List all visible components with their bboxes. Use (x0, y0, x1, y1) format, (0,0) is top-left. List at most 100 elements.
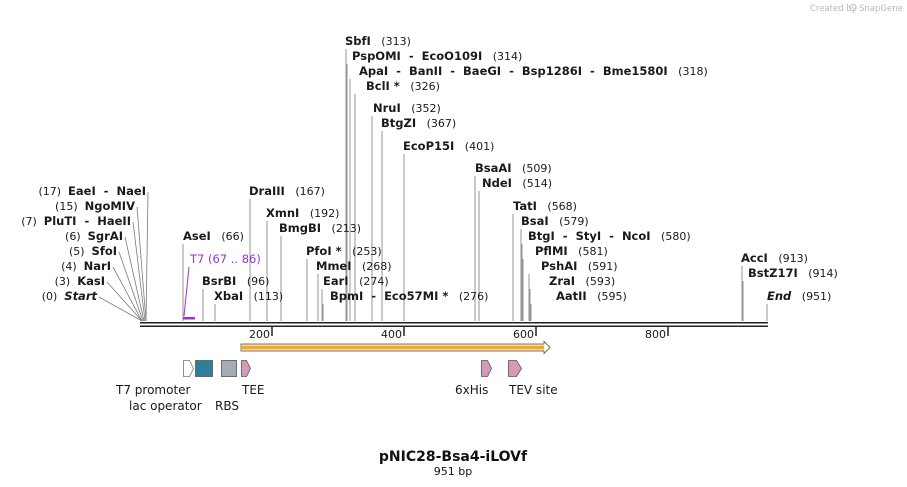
cut-site-label-pfoi[interactable]: PfoI * (253) (306, 244, 382, 258)
cut-site-label-draiii[interactable]: DraIII (167) (249, 184, 325, 198)
primer-name: T7 (189, 252, 204, 266)
enzyme-name: - (555, 229, 576, 243)
t7-promoter-icon[interactable] (183, 360, 194, 377)
enzyme-name: Bsp1286I (522, 64, 582, 78)
tev-site-icon[interactable] (508, 360, 522, 377)
enzyme-name: SbfI (345, 34, 371, 48)
rbs-icon[interactable] (221, 360, 237, 377)
cut-site-label-pluti[interactable]: (7) PluTI - HaeII (21, 214, 131, 228)
enzyme-name: - (501, 64, 522, 78)
enzyme-name: Start (64, 289, 97, 303)
cut-site-label-nari[interactable]: (4) NarI (61, 259, 111, 273)
cut-site-labels: (0) Start(3) KasI(4) NarI(5) SfoI(6) Sgr… (21, 34, 838, 303)
credit-text: Created by (810, 4, 857, 14)
6xhis-icon[interactable] (481, 360, 492, 377)
cut-site-label-bstz17i[interactable]: BstZ17I (914) (748, 266, 838, 280)
cut-site-label-tati[interactable]: TatI (568) (513, 199, 577, 213)
cut-position: (595) (587, 290, 627, 303)
ruler-tick-label: 400 (381, 328, 402, 341)
cut-site-label-end[interactable]: End (951) (767, 289, 831, 303)
enzyme-name: XmnI (266, 206, 299, 220)
plasmid-title: pNIC28-Bsa4-iLOVf (379, 449, 528, 465)
enzyme-name: - (76, 214, 97, 228)
ruler-tick-label: 600 (513, 328, 534, 341)
cut-site-label-kasi[interactable]: (3) KasI (55, 274, 105, 288)
cut-site-label-sgrai[interactable]: (6) SgrAI (65, 229, 123, 243)
cut-site-label-bsai[interactable]: BsaI (579) (521, 214, 589, 228)
cut-site-connector-sgrai (124, 236, 145, 322)
cut-site-label-xbai[interactable]: XbaI (113) (214, 289, 283, 303)
t7-primer-bar[interactable] (183, 317, 195, 320)
feature-label-6xhis: 6xHis (455, 383, 488, 397)
cut-position: (913) (768, 252, 808, 265)
enzyme-name: AseI (183, 229, 211, 243)
cut-position: (0) (42, 290, 65, 303)
cut-site-label-btgzi[interactable]: BtgZI (367) (381, 116, 456, 130)
cut-position: (509) (512, 162, 552, 175)
cut-site-label-eaei[interactable]: (17) EaeI - NaeI (38, 184, 146, 198)
enzyme-name: Eco57MI * (384, 289, 448, 303)
cut-site-label-bmgbi[interactable]: BmgBI (213) (279, 221, 361, 235)
cut-position: (568) (537, 200, 577, 213)
cut-site-label-bsrbi[interactable]: BsrBI (96) (202, 274, 269, 288)
cut-position: (96) (236, 275, 269, 288)
cut-site-label-apai[interactable]: ApaI - BanII - BaeGI - Bsp1286I - Bme158… (359, 64, 708, 78)
enzyme-name: NcoI (622, 229, 651, 243)
cut-position: (352) (401, 102, 441, 115)
enzyme-name: HaeII (97, 214, 131, 228)
cut-site-connectors (98, 49, 768, 322)
cut-site-label-bpmi[interactable]: BpmI - Eco57MI * (276) (330, 289, 488, 303)
cut-site-label-ndei[interactable]: NdeI (514) (482, 176, 552, 190)
cut-site-label-ecop15i[interactable]: EcoP15I (401) (403, 139, 494, 153)
cut-site-label-pflmi[interactable]: PflMI (581) (535, 244, 608, 258)
cut-site-label-bcli[interactable]: BclI * (326) (366, 79, 440, 93)
feature-label-tee: TEE (241, 383, 265, 397)
cut-site-label-ngomiv[interactable]: (15) NgoMIV (55, 199, 135, 213)
cut-site-connector-start (98, 296, 143, 322)
cut-position: (326) (400, 80, 440, 93)
primer-label-t7[interactable]: T7 (67 .. 86) (189, 252, 261, 266)
tee-icon[interactable] (241, 360, 251, 377)
enzyme-name: SfoI (92, 244, 117, 258)
cut-site-label-bsaai[interactable]: BsaAI (509) (475, 161, 552, 175)
enzyme-name: BtgZI (381, 116, 416, 130)
enzyme-name: BanII (409, 64, 442, 78)
cut-position: (192) (299, 207, 339, 220)
cut-site-label-nrui[interactable]: NruI (352) (373, 101, 441, 115)
enzyme-name: End (767, 289, 792, 303)
cut-site-label-aatii[interactable]: AatII (595) (556, 289, 627, 303)
cut-site-label-btgi[interactable]: BtgI - StyI - NcoI (580) (528, 229, 691, 243)
enzyme-name: EcoP15I (403, 139, 454, 153)
cut-site-label-sfoi[interactable]: (5) SfoI (69, 244, 117, 258)
enzyme-name: StyI (576, 229, 602, 243)
feature-track: T7 promoter lac operator RBS TEE 6xHis T… (115, 360, 558, 413)
enzyme-name: NaeI (117, 184, 146, 198)
enzyme-name: NarI (84, 259, 111, 273)
enzyme-name: PspOMI (352, 49, 401, 63)
cut-site-label-pshai[interactable]: PshAI (591) (541, 259, 618, 273)
lac-operator-icon[interactable] (195, 360, 213, 377)
enzyme-name: PshAI (541, 259, 577, 273)
cut-site-label-eari[interactable]: EarI (274) (323, 274, 389, 288)
backbone-top-strand (140, 322, 768, 324)
cut-position: (213) (321, 222, 361, 235)
cut-site-label-start[interactable]: (0) Start (42, 289, 98, 303)
cut-position: (4) (61, 260, 84, 273)
cut-site-label-asei[interactable]: AseI (66) (183, 229, 244, 243)
ruler-tick-label: 200 (249, 328, 270, 341)
cut-site-label-zrai[interactable]: ZraI (593) (549, 274, 615, 288)
cut-position: (276) (448, 290, 488, 303)
cut-site-label-pspomi[interactable]: PspOMI - EcoO109I (314) (352, 49, 522, 63)
cut-site-label-sbfi[interactable]: SbfI (313) (345, 34, 411, 48)
cut-site-label-mmei[interactable]: MmeI (268) (316, 259, 392, 273)
ruler-tick-label: 800 (645, 328, 666, 341)
feature-label-t7-promoter: T7 promoter (115, 383, 191, 397)
cut-position: (167) (285, 185, 325, 198)
cut-site-label-xmni[interactable]: XmnI (192) (266, 206, 339, 220)
cut-position: (7) (21, 215, 44, 228)
cut-site-label-acci[interactable]: AccI (913) (741, 251, 808, 265)
enzyme-name: BpmI (330, 289, 363, 303)
orf-arrow[interactable] (240, 340, 551, 355)
cut-position: (17) (38, 185, 68, 198)
enzyme-name: - (363, 289, 384, 303)
